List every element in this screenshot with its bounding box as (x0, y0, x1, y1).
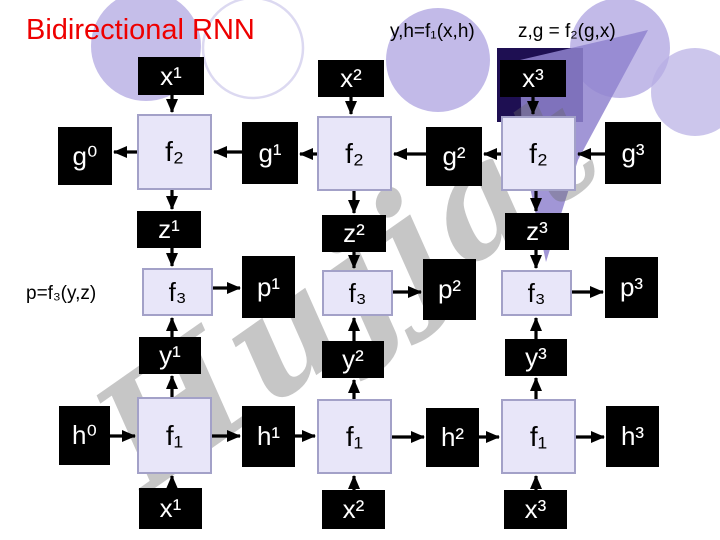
node-f1-1: f₁ (137, 397, 212, 474)
node-y3: y³ (505, 339, 567, 376)
node-f3-2: f₃ (322, 270, 393, 316)
node-f1-3: f₁ (501, 399, 576, 474)
node-y2: y² (322, 341, 384, 378)
node-g0: g⁰ (58, 127, 112, 185)
equation-p: p=f₃(y,z) (26, 283, 97, 304)
node-p1: p¹ (242, 256, 295, 318)
node-x3-top: x³ (500, 60, 566, 97)
node-f2-1: f₂ (137, 114, 212, 190)
node-h3: h³ (606, 406, 659, 467)
node-x1-bottom: x¹ (139, 488, 202, 529)
node-x2-bottom: x² (322, 490, 385, 529)
node-f3-3: f₃ (501, 270, 572, 316)
node-f2-2: f₂ (317, 116, 392, 191)
node-p2: p² (423, 259, 476, 320)
node-g1: g¹ (242, 122, 298, 184)
decorative-circle (570, 0, 670, 98)
node-x2-top: x² (318, 60, 384, 97)
node-h2: h² (426, 408, 479, 467)
equation-zg: z,g = f₂(g,x) (518, 21, 616, 42)
node-h0: h⁰ (59, 406, 110, 465)
node-g3: g³ (605, 122, 661, 184)
node-z2: z² (322, 215, 386, 252)
node-p3: p³ (605, 257, 658, 318)
node-z1: z¹ (137, 211, 201, 248)
node-f2-3: f₂ (501, 116, 576, 191)
node-x1-top: x¹ (138, 57, 204, 95)
equation-yh: y,h=f₁(x,h) (390, 21, 475, 42)
node-g2: g² (426, 127, 482, 186)
decorative-circle (651, 48, 720, 136)
node-z3: z³ (505, 213, 569, 250)
node-f1-2: f₁ (317, 399, 392, 474)
page-title: Bidirectional RNN (26, 14, 255, 46)
node-f3-1: f₃ (142, 268, 213, 316)
node-y1: y¹ (139, 337, 201, 374)
node-h1: h¹ (242, 406, 295, 467)
node-x3-bottom: x³ (504, 490, 567, 529)
